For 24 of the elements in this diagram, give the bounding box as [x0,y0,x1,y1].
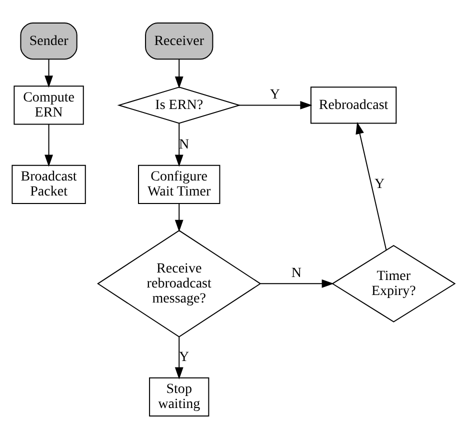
node-box: Sender [20,22,78,60]
arrow [174,123,184,167]
node-box: Rebroadcast [310,86,397,124]
arrow [44,124,53,167]
node-diamond: Is ERN? [117,86,241,124]
edge-label: Y [270,86,280,102]
node-box: Compute ERN [14,86,84,125]
edge-label: Y [179,349,190,366]
edge-label: Y [374,176,385,192]
node-box: Broadcast Packet [12,164,86,204]
node-diamond: Receive rebroadcast message? [97,230,262,338]
node-box: Stop waiting [149,377,210,416]
node-box: Configure Wait Timer [138,164,220,204]
edge-label: N [179,136,190,153]
arrow [239,101,312,110]
node-diamond: Timer Expiry? [332,244,456,322]
arrow [260,279,334,288]
arrow [44,59,53,88]
arrow [356,122,387,250]
arrow [174,59,184,89]
node-box: Receiver [145,22,214,60]
edge-label: N [291,264,302,281]
arrow [174,337,184,380]
arrow [174,204,184,232]
